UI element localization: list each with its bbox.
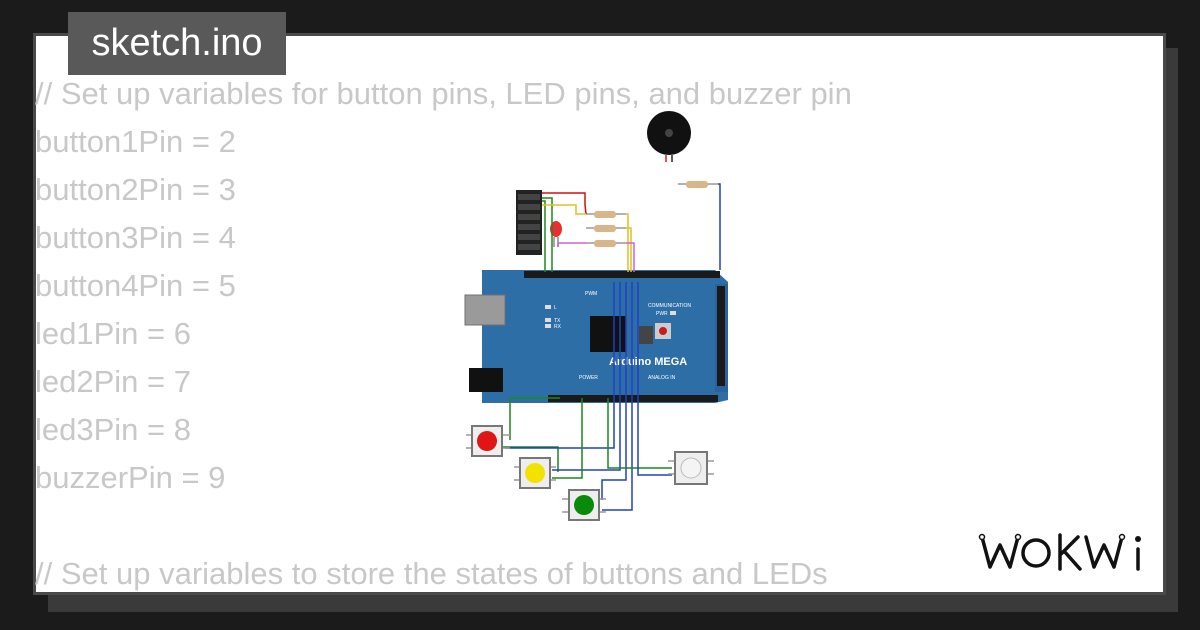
segment-module[interactable] <box>516 190 542 255</box>
wire-blue <box>601 282 627 500</box>
logo-node <box>1118 533 1126 541</box>
wire-pink <box>557 242 586 247</box>
code-line: led1Pin = 6 <box>35 316 191 351</box>
code-line: button4Pin = 5 <box>35 268 236 303</box>
led-l-indicator <box>545 305 551 309</box>
red-led[interactable] <box>550 221 562 247</box>
wire-green <box>607 398 672 469</box>
resistor-body <box>594 211 616 218</box>
code-line: led2Pin = 7 <box>35 364 191 399</box>
module-pin <box>518 204 540 210</box>
wire-blue <box>505 282 615 449</box>
wire-green <box>509 397 560 440</box>
logo-dot <box>1135 536 1141 542</box>
code-line: button2Pin = 3 <box>35 172 236 207</box>
wokwi-logo <box>978 533 1141 571</box>
bottom-pin-header <box>548 395 718 402</box>
code-line: // Set up variables for button pins, LED… <box>35 76 852 111</box>
wire-yellow <box>542 204 586 215</box>
wire-yellow <box>626 227 632 272</box>
wire-blue <box>637 282 672 476</box>
reset-button-cap <box>659 327 667 335</box>
label-power: POWER <box>579 375 598 381</box>
resistor[interactable] <box>678 181 718 188</box>
label-tx: TX <box>554 318 561 324</box>
button-cap <box>574 495 594 515</box>
label-pwm: PWM <box>585 291 597 297</box>
buzzer[interactable] <box>647 111 691 162</box>
label-communication: COMMUNICATION <box>648 303 691 309</box>
board-name: Arduino MEGA <box>609 356 687 368</box>
module-pin <box>518 214 540 220</box>
arduino-mega-board[interactable]: L TX RX PWR PWM COMMUNICATION POWER ANAL… <box>464 270 728 403</box>
pushbutton-white[interactable] <box>668 451 714 485</box>
pushbutton-green[interactable] <box>562 489 606 521</box>
code-line: led3Pin = 8 <box>35 412 191 447</box>
led-pwr-indicator <box>670 311 676 315</box>
logo-node <box>1014 533 1022 541</box>
code-line: buzzerPin = 9 <box>35 460 226 495</box>
code-line: // Set up variables to store the states … <box>35 556 828 591</box>
resistor-body <box>594 225 616 232</box>
module-pin <box>518 244 540 250</box>
pushbutton-yellow[interactable] <box>514 457 556 489</box>
label-pwr: PWR <box>656 311 668 317</box>
label-analog-in: ANALOG IN <box>648 375 676 381</box>
logo-strokes <box>980 533 1140 571</box>
led-rx-indicator <box>545 324 551 328</box>
side-pin-header <box>717 286 725 386</box>
wire-blue <box>552 282 621 471</box>
label-l: L <box>554 305 557 311</box>
filename-tab[interactable]: sketch.ino <box>68 12 286 75</box>
module-pin <box>518 194 540 200</box>
wire-green <box>500 446 559 472</box>
power-jack <box>469 368 503 392</box>
resistor-body <box>594 240 616 247</box>
led-tx-indicator <box>545 318 551 322</box>
icsp-header <box>639 326 653 344</box>
code-line: button3Pin = 4 <box>35 220 236 255</box>
button-housing <box>674 451 708 485</box>
button-cap <box>477 431 497 451</box>
module-pin <box>518 224 540 230</box>
resistor[interactable] <box>586 211 626 218</box>
resistor-body <box>686 181 708 188</box>
wire-yellow <box>626 213 629 272</box>
button-cap <box>525 463 545 483</box>
logo-node <box>978 533 986 541</box>
usb-port <box>464 294 506 326</box>
top-pin-header <box>524 271 720 278</box>
buzzer-hole <box>665 129 673 137</box>
wire-blue <box>718 183 721 270</box>
wire-blue <box>602 282 633 511</box>
wire-green <box>552 398 583 479</box>
resistor[interactable] <box>586 225 626 232</box>
wire-green <box>542 197 553 272</box>
wires <box>500 183 721 511</box>
label-rx: RX <box>554 324 562 330</box>
wire-green <box>542 200 546 272</box>
resistor[interactable] <box>586 240 626 247</box>
button-cap <box>680 457 702 479</box>
wire-red <box>542 192 587 215</box>
code-line: button1Pin = 2 <box>35 124 236 159</box>
code-preview: // Set up variables for button pins, LED… <box>35 70 852 598</box>
module-pin <box>518 234 540 240</box>
pushbutton-red[interactable] <box>466 425 510 457</box>
led-body <box>550 221 562 237</box>
wire-pink <box>626 242 635 272</box>
